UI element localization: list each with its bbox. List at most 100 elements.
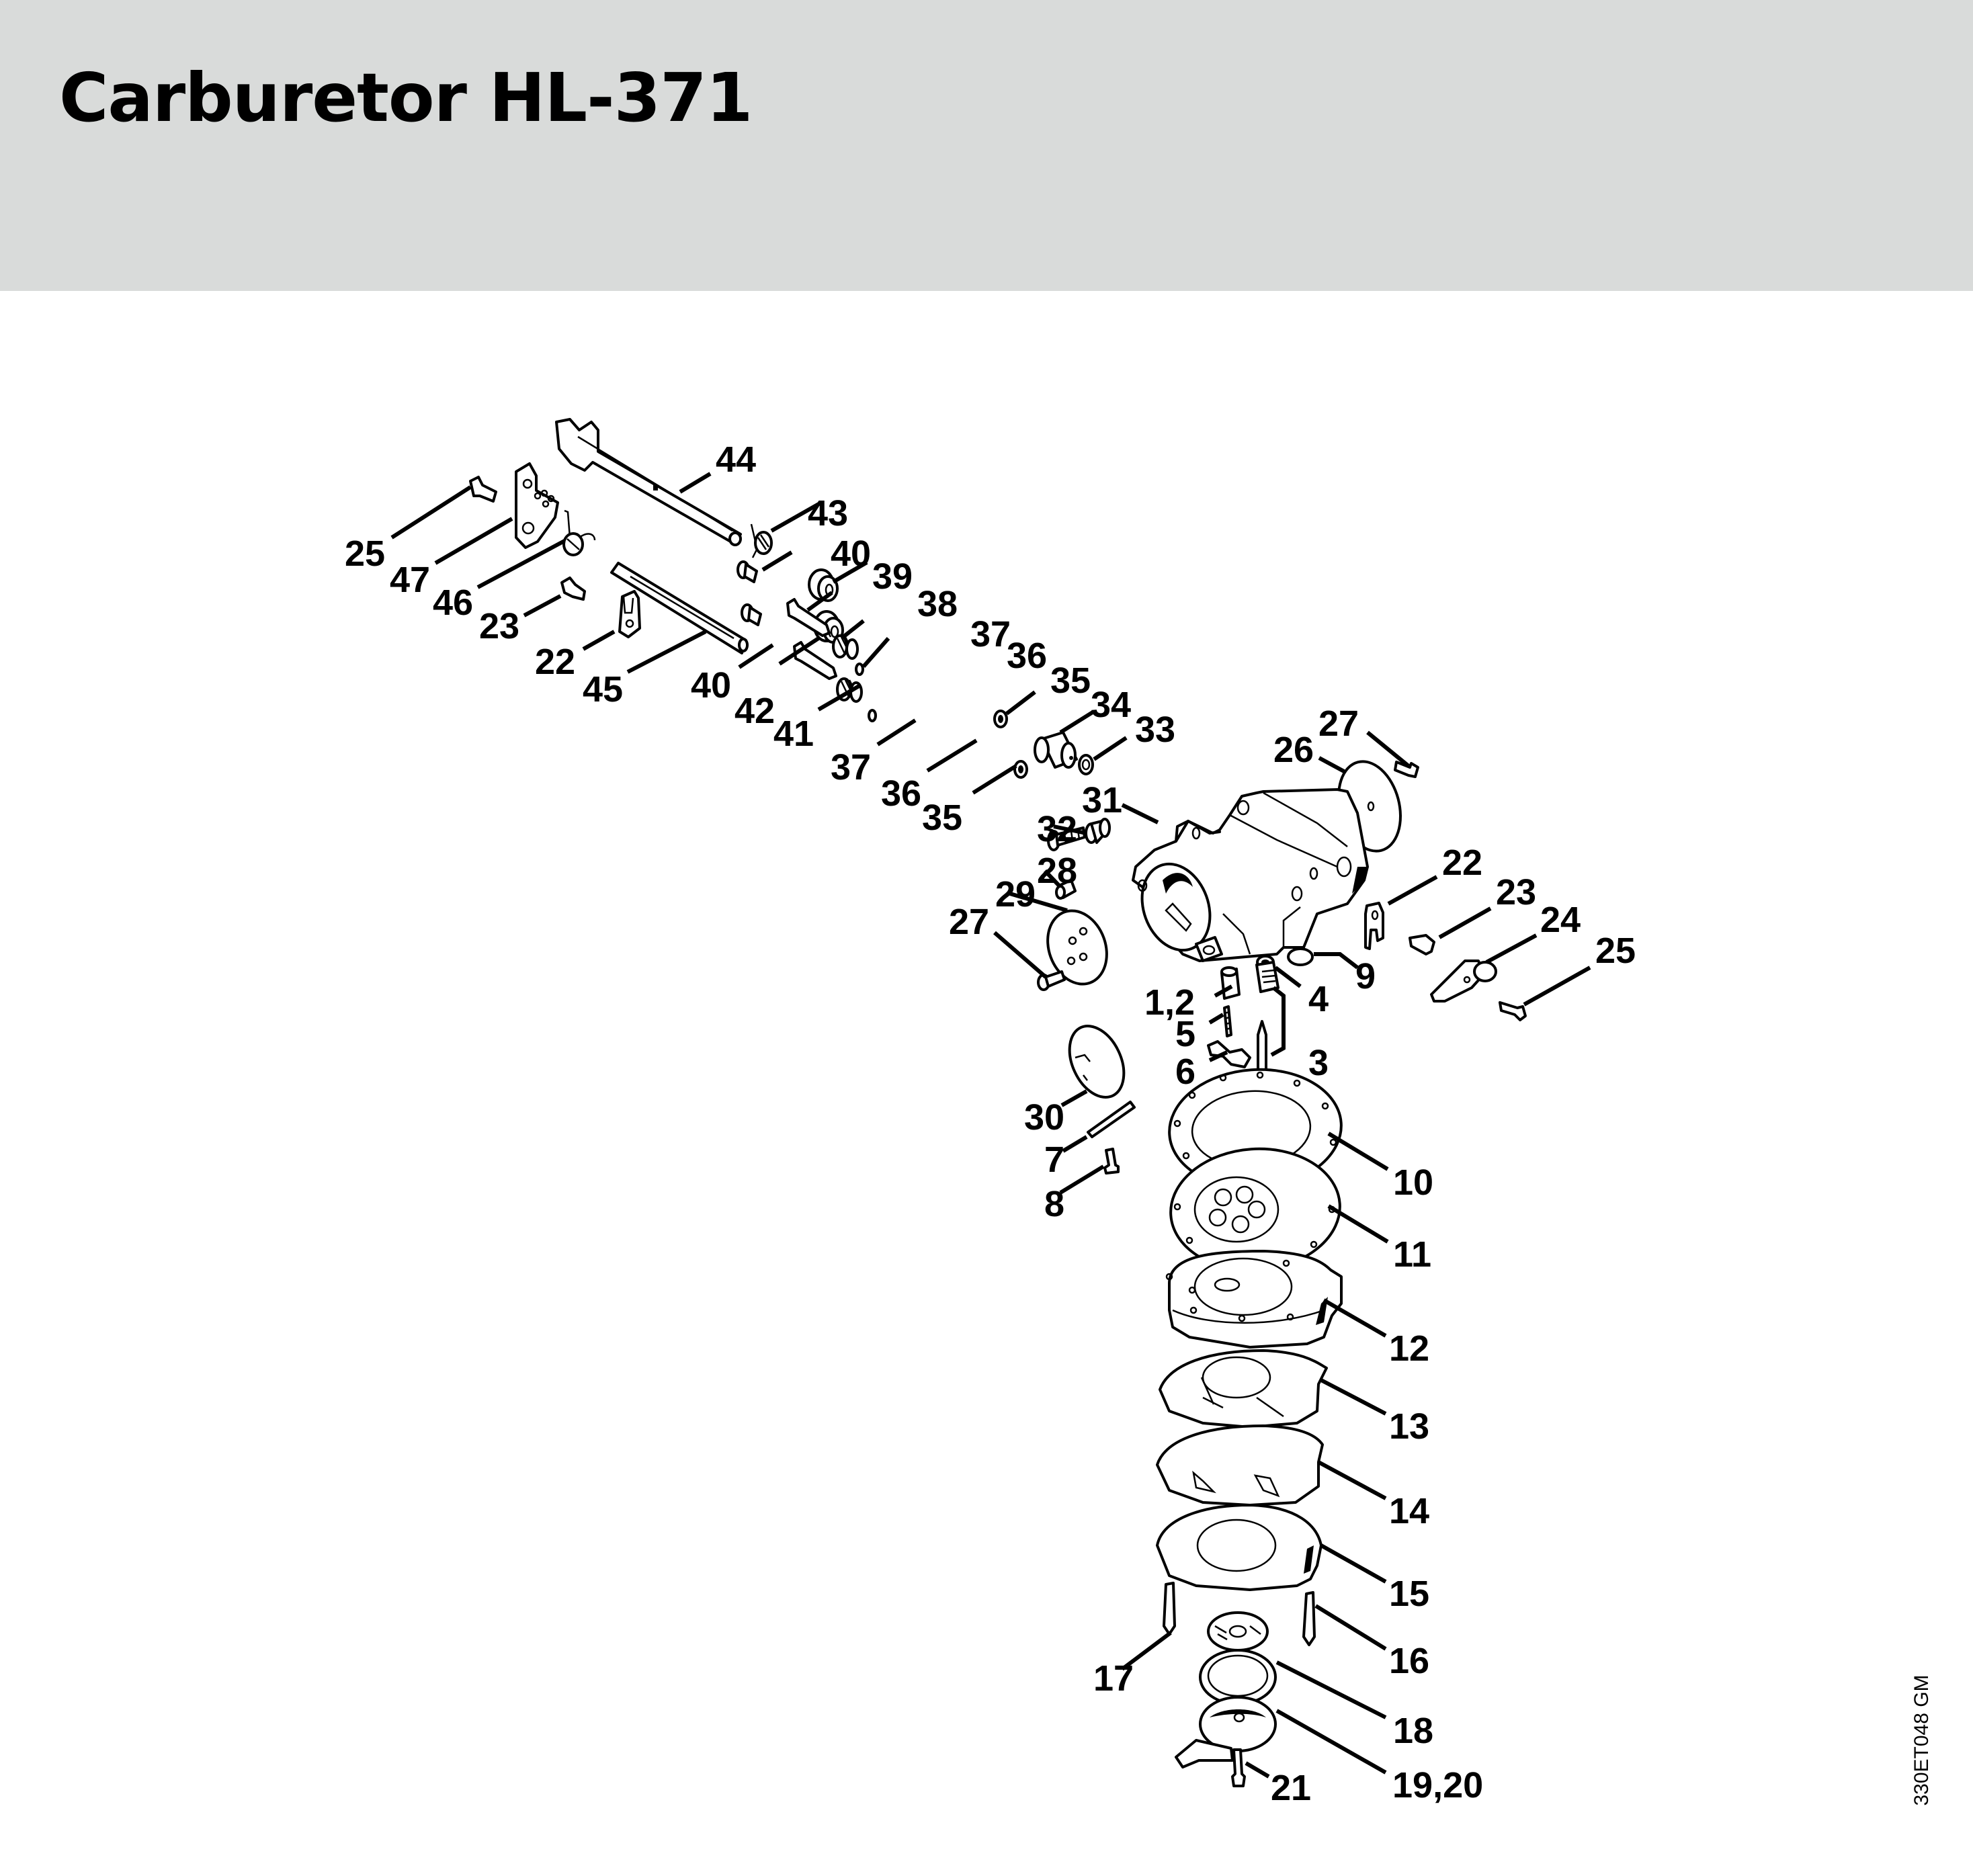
page-title: Carburetor HL-371 bbox=[59, 58, 753, 137]
leader-40a bbox=[761, 550, 793, 572]
callout-37: 37 bbox=[831, 747, 871, 787]
roller-39 bbox=[808, 568, 839, 602]
leader-46 bbox=[476, 539, 566, 589]
cap-35-bottom bbox=[1013, 760, 1028, 779]
inlet-needle-3 bbox=[1255, 961, 1286, 1076]
leader-33 bbox=[1093, 736, 1128, 761]
lever-22-right bbox=[1364, 902, 1384, 950]
welch-plug-9 bbox=[1287, 947, 1314, 966]
leader-31 bbox=[1121, 803, 1159, 824]
choke-shaft-45 bbox=[610, 562, 749, 654]
leader-35a bbox=[1005, 690, 1036, 716]
leader-23b bbox=[1438, 906, 1492, 939]
callout-21: 21 bbox=[1271, 1768, 1311, 1808]
metering-diaphragm-14 bbox=[1156, 1424, 1324, 1506]
callout-36: 36 bbox=[881, 773, 921, 814]
screw-16-left bbox=[1163, 1582, 1176, 1635]
lever-47 bbox=[515, 462, 559, 549]
callout-38: 38 bbox=[917, 584, 958, 624]
leader-1920 bbox=[1275, 1709, 1387, 1775]
callout-23: 23 bbox=[1496, 872, 1536, 912]
callout-47: 47 bbox=[390, 560, 430, 600]
adjusting-screw-41 bbox=[793, 641, 837, 680]
leader-5 bbox=[1208, 1013, 1224, 1025]
leader-29 bbox=[1009, 892, 1068, 912]
callout-42: 42 bbox=[734, 691, 775, 731]
callout-27: 27 bbox=[1318, 704, 1359, 744]
drawing-code-text: 330ET048 GM bbox=[1911, 1674, 1933, 1806]
leader-lines bbox=[390, 472, 1591, 1779]
drawing-code: 330ET048 GM bbox=[1902, 1666, 1942, 1814]
leader-11 bbox=[1327, 1204, 1389, 1244]
leader-28 bbox=[1043, 869, 1061, 888]
callout-25: 25 bbox=[345, 534, 385, 574]
callout-13: 13 bbox=[1389, 1406, 1429, 1447]
callout-15: 15 bbox=[1389, 1574, 1429, 1614]
leader-25b bbox=[1523, 966, 1591, 1007]
leader-25a bbox=[390, 485, 472, 540]
leader-45 bbox=[626, 630, 707, 674]
throttle-valve-29 bbox=[1046, 909, 1108, 986]
leader-7 bbox=[1062, 1135, 1088, 1153]
callout-17: 17 bbox=[1093, 1658, 1134, 1699]
spring-5 bbox=[1223, 1005, 1232, 1037]
screw-23-right bbox=[1409, 934, 1435, 955]
pin-40-bottom bbox=[741, 603, 762, 626]
leader-40b bbox=[738, 643, 774, 669]
callout-35: 35 bbox=[922, 798, 962, 838]
choke-lever-24 bbox=[1430, 960, 1497, 1003]
leader-15 bbox=[1320, 1543, 1387, 1584]
spring-37-top bbox=[832, 634, 859, 660]
leader-42 bbox=[778, 636, 820, 666]
callout-24: 24 bbox=[1540, 900, 1581, 940]
callout-33: 33 bbox=[1135, 710, 1175, 750]
leader-17 bbox=[1121, 1631, 1172, 1671]
carburetor-body bbox=[1132, 788, 1369, 962]
jet-1-2 bbox=[1220, 966, 1241, 1000]
callout-9: 9 bbox=[1355, 956, 1376, 996]
callout-8: 8 bbox=[1044, 1184, 1064, 1224]
callout-40: 40 bbox=[691, 665, 731, 706]
filter-screen-17 bbox=[1207, 1611, 1269, 1652]
leader-36a bbox=[862, 637, 890, 668]
cap-35-top bbox=[993, 710, 1008, 728]
screw-27-left bbox=[1037, 970, 1066, 991]
throttle-shaft-44 bbox=[555, 418, 742, 546]
callout-6: 6 bbox=[1175, 1052, 1195, 1092]
screw-27-right bbox=[1394, 761, 1419, 778]
callout-7: 7 bbox=[1044, 1140, 1064, 1180]
callout-30: 30 bbox=[1024, 1097, 1064, 1138]
washer-33 bbox=[1078, 754, 1094, 775]
leader-16 bbox=[1314, 1604, 1387, 1651]
callout-29: 29 bbox=[995, 874, 1036, 914]
leader-35b bbox=[972, 764, 1017, 795]
callout-37: 37 bbox=[970, 614, 1011, 654]
callout-45: 45 bbox=[583, 669, 623, 710]
callout-18: 18 bbox=[1393, 1711, 1433, 1751]
part-illustrations bbox=[469, 418, 1527, 1787]
screw-25-left bbox=[469, 476, 497, 503]
leader-38 bbox=[806, 591, 833, 612]
screw-23-left bbox=[560, 577, 586, 601]
leader-22b bbox=[1387, 875, 1438, 906]
leader-47 bbox=[434, 517, 513, 565]
callout-12: 12 bbox=[1389, 1328, 1429, 1369]
callout-44: 44 bbox=[716, 439, 756, 480]
leader-27b bbox=[993, 931, 1047, 979]
callout-46: 46 bbox=[433, 583, 473, 623]
leader-44 bbox=[679, 472, 712, 494]
leader-23a bbox=[523, 594, 562, 617]
screw-16-right bbox=[1302, 1591, 1316, 1646]
screw-21 bbox=[1231, 1748, 1246, 1787]
leader-26 bbox=[1318, 756, 1345, 773]
metering-cover-15 bbox=[1156, 1504, 1323, 1591]
leader-22a bbox=[582, 630, 616, 651]
leader-9 bbox=[1314, 952, 1359, 970]
leader-30 bbox=[1060, 1089, 1088, 1107]
callout-23: 23 bbox=[479, 606, 519, 646]
callout-28: 28 bbox=[1037, 851, 1077, 891]
pin-7 bbox=[1087, 1101, 1136, 1138]
leader-8 bbox=[1059, 1164, 1105, 1195]
leader-41 bbox=[817, 683, 862, 712]
